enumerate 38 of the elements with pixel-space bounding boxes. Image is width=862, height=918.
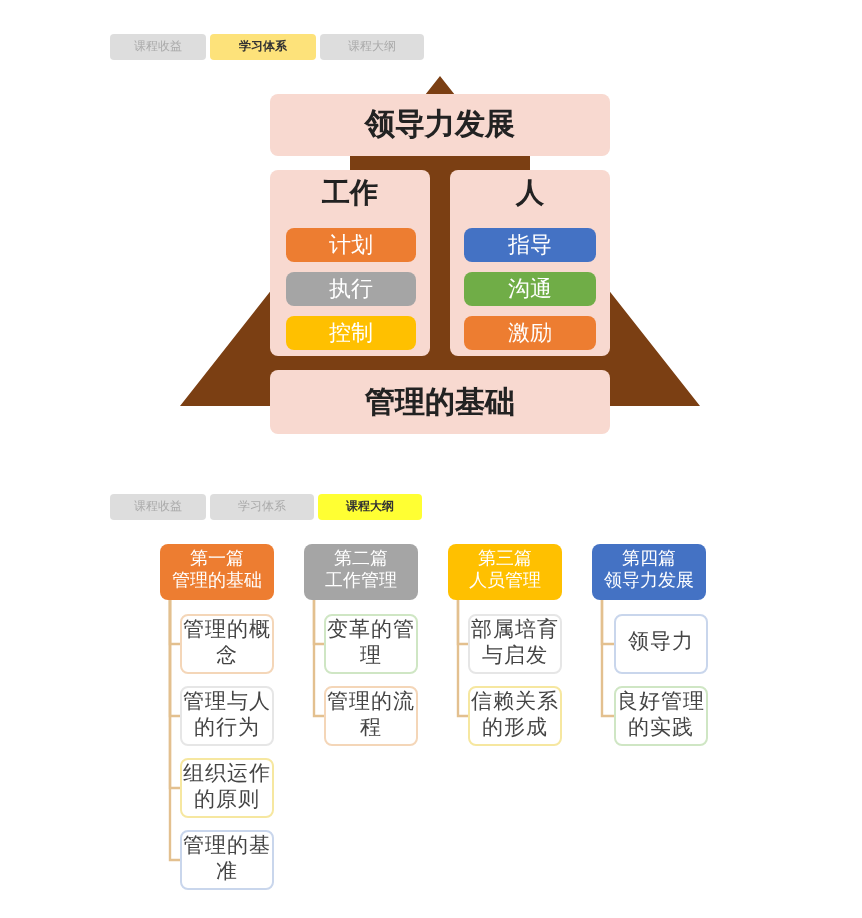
chapter-header xyxy=(448,544,562,600)
topic-box: 管理的概念 xyxy=(180,614,274,674)
chapter-number: 第二篇 xyxy=(334,549,388,571)
title-box: 管理的基础 xyxy=(270,370,610,434)
topic-box: 部属培育与启发 xyxy=(468,614,562,674)
topic-box: 良好管理的实践 xyxy=(614,686,708,746)
connector-line xyxy=(168,600,180,862)
chapter-title: 人员管理 xyxy=(469,572,541,595)
topic-box: 领导力 xyxy=(614,614,708,674)
chapter-number: 第三篇 xyxy=(478,549,532,571)
topic-box: 管理与人的行为 xyxy=(180,686,274,746)
chapter-header xyxy=(304,544,418,600)
item-bar: 指导 xyxy=(464,228,596,262)
group-box xyxy=(270,170,430,356)
chapter-header xyxy=(592,544,706,600)
chapter-title: 领导力发展 xyxy=(604,572,694,595)
topic-box: 管理的流程 xyxy=(324,686,418,746)
topic-box: 组织运作的原则 xyxy=(180,758,274,818)
chapter-header xyxy=(160,544,274,600)
item-bar: 沟通 xyxy=(464,272,596,306)
item-bar: 计划 xyxy=(286,228,416,262)
chapter-number: 第四篇 xyxy=(622,549,676,571)
chapter-title: 工作管理 xyxy=(325,572,397,595)
topic-box: 变革的管理 xyxy=(324,614,418,674)
group-heading: 工作 xyxy=(322,178,378,213)
connector-line xyxy=(600,600,614,718)
connector-line xyxy=(312,600,324,718)
connector-line xyxy=(456,600,468,718)
item-bar: 控制 xyxy=(286,316,416,350)
item-bar: 激励 xyxy=(464,316,596,350)
item-bar: 执行 xyxy=(286,272,416,306)
chapter-number: 第一篇 xyxy=(190,549,244,571)
group-box xyxy=(450,170,610,356)
group-heading: 人 xyxy=(516,178,544,213)
title-box: 领导力发展 xyxy=(270,94,610,156)
chapter-title: 管理的基础 xyxy=(172,572,262,595)
topic-box: 信赖关系的形成 xyxy=(468,686,562,746)
topic-box: 管理的基准 xyxy=(180,830,274,890)
